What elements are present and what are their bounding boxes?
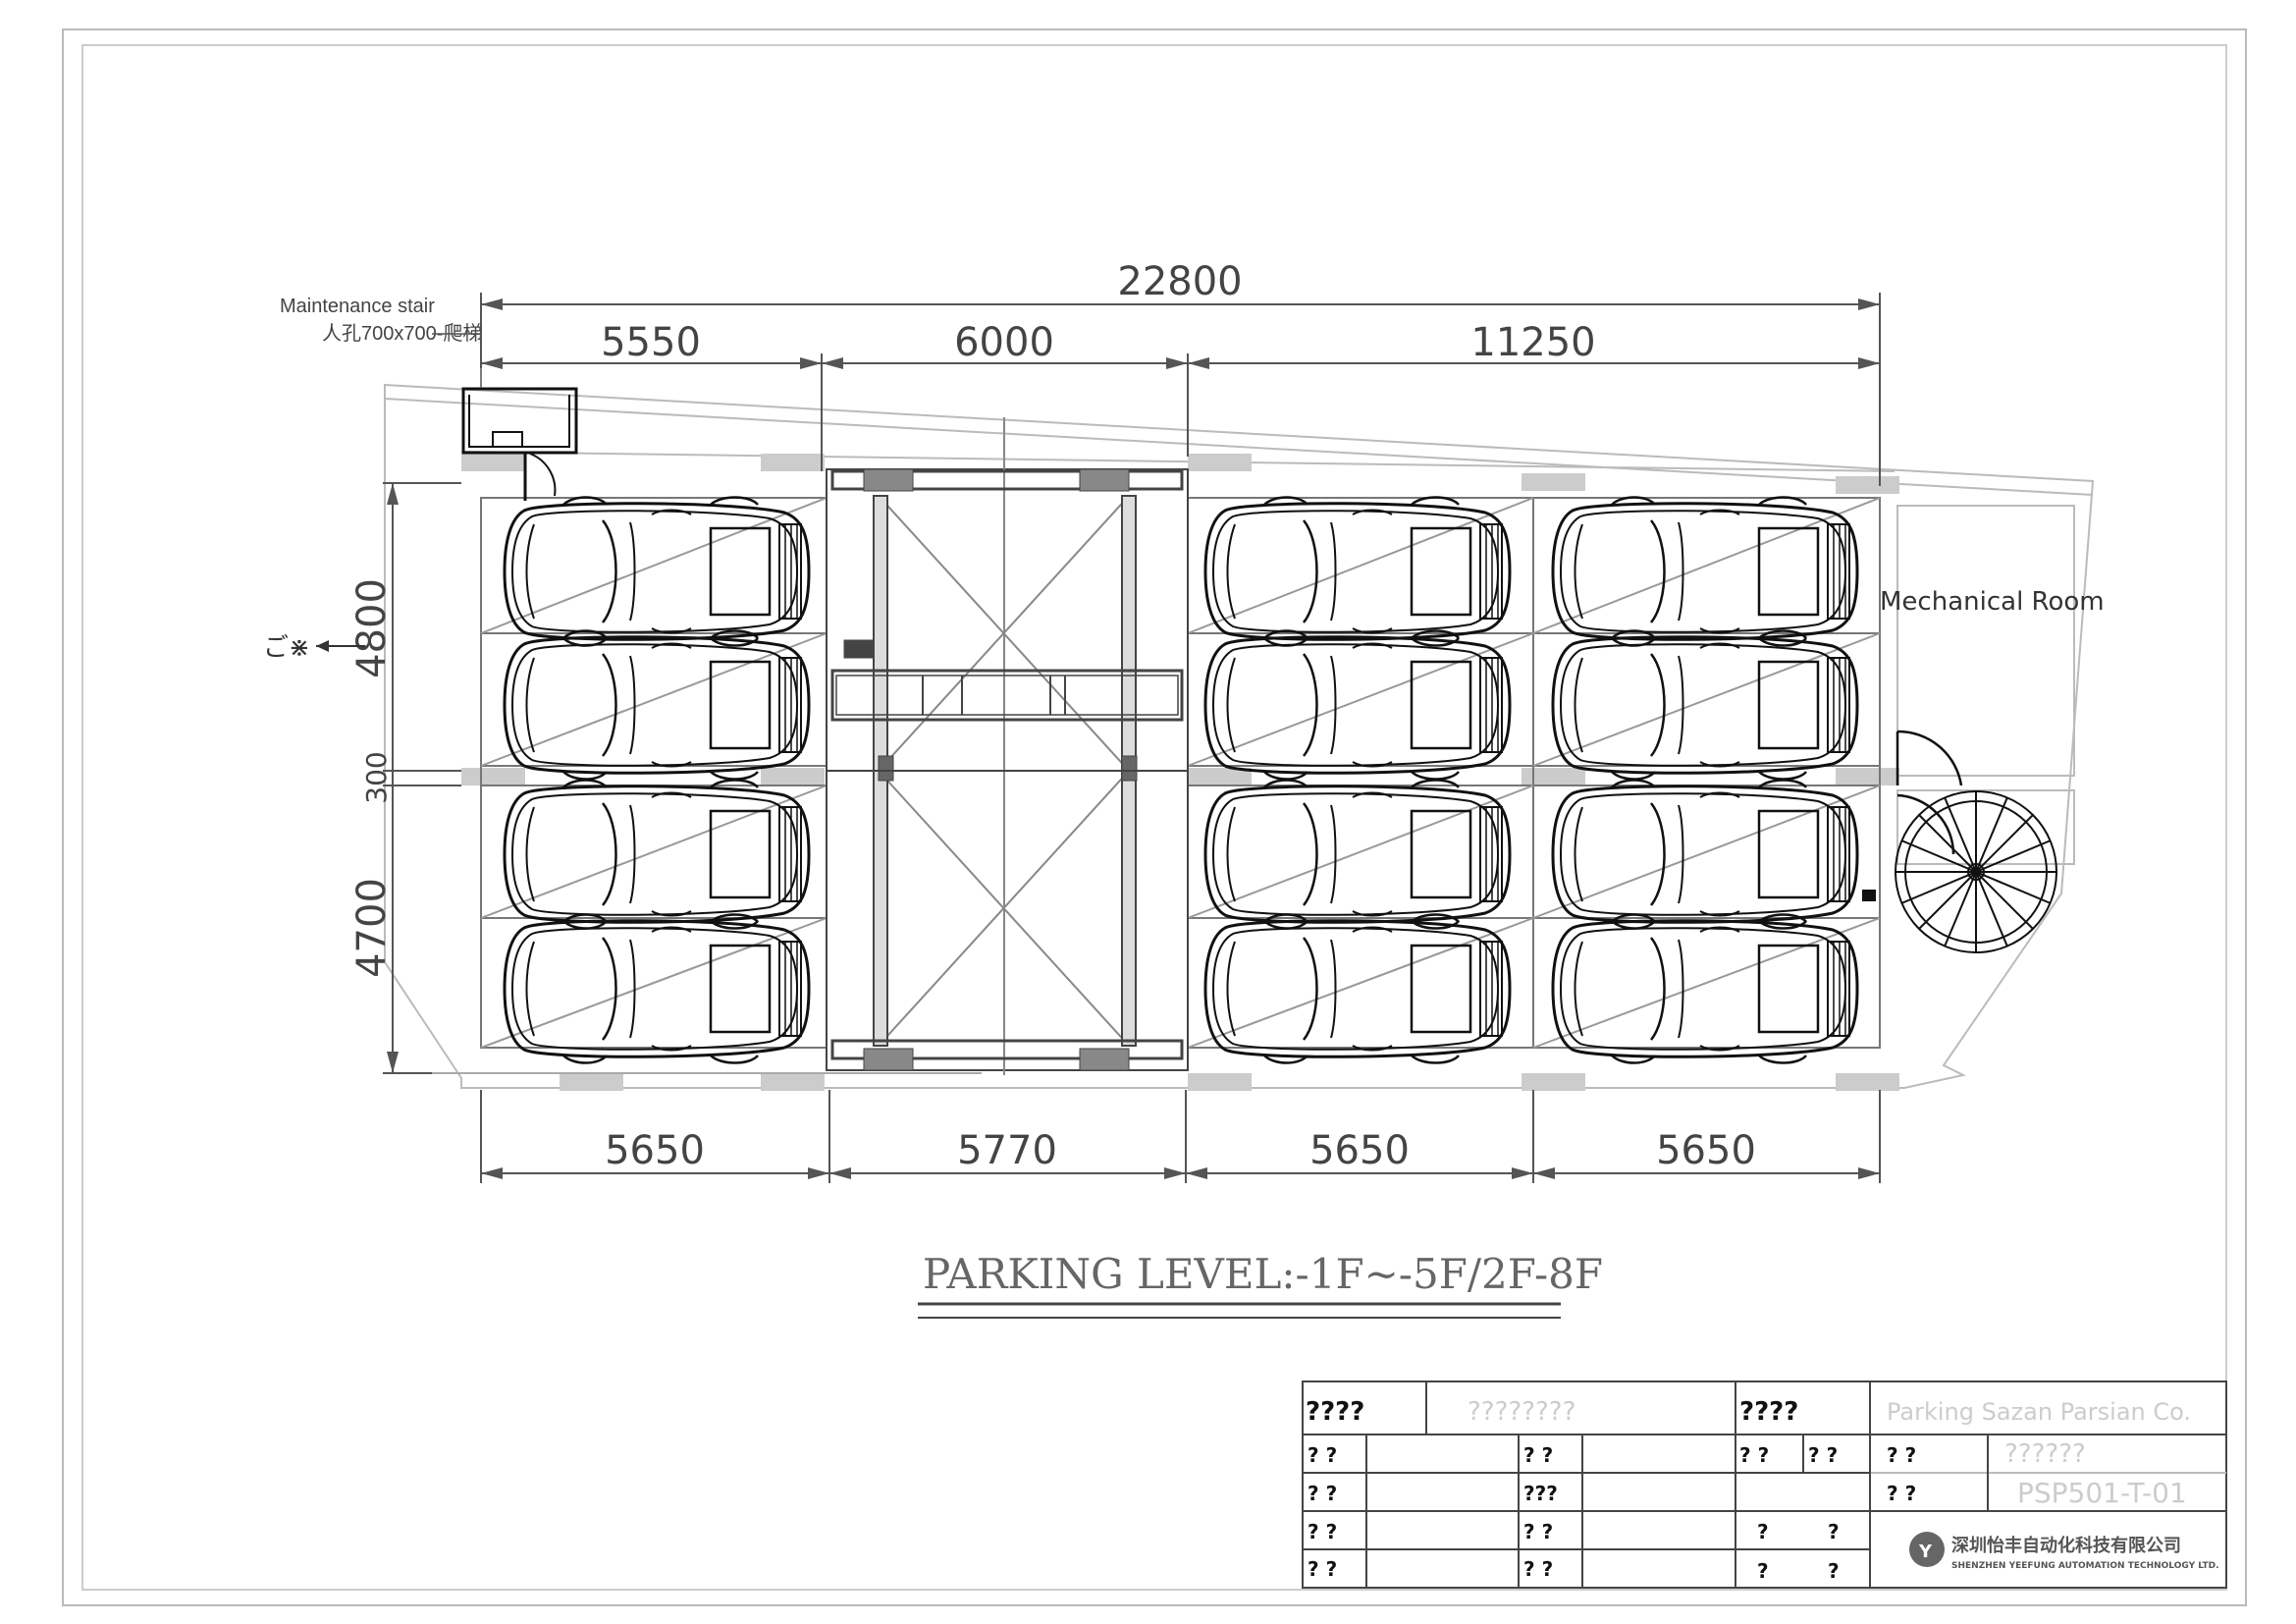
- tb-r2-c4: ? ?: [1808, 1443, 1838, 1467]
- tb-r4-c3: ?: [1757, 1520, 1769, 1543]
- car-b2: [1203, 629, 1512, 781]
- cars: [503, 496, 1859, 1064]
- columns: [461, 454, 1899, 1091]
- tb-r1-c4: Parking Sazan Parsian Co.: [1887, 1398, 2191, 1426]
- parking-level-title: PARKING LEVEL:-1F~-5F/2F-8F: [923, 1250, 1603, 1298]
- car-a2: [503, 629, 811, 781]
- car-a3: [503, 779, 811, 930]
- tb-r2-c3: ? ?: [1739, 1443, 1769, 1467]
- dim-top-1: 5550: [601, 320, 701, 365]
- dimension-arrows: [387, 298, 1880, 1179]
- tb-r4-c4: ?: [1828, 1520, 1840, 1543]
- car-c4: [1551, 913, 1859, 1064]
- dim-left-2: 300: [360, 751, 393, 803]
- company-logo: Y 深圳怡丰自动化科技有限公司 SHENZHEN YEEFUNG AUTOMAT…: [1909, 1532, 2219, 1571]
- car-a1: [503, 496, 811, 647]
- tb-r2-c6: ??????: [2004, 1439, 2086, 1469]
- car-b4: [1203, 913, 1512, 1064]
- entry-arrow-icon: [316, 640, 365, 652]
- building-outline: [384, 383, 2095, 1089]
- maintenance-stair-symbol: [461, 387, 578, 501]
- tb-r1-c1: ????: [1306, 1397, 1364, 1427]
- title-block: [1302, 1380, 2227, 1589]
- dim-bottom-1: 5650: [605, 1128, 705, 1173]
- stair-leader: [432, 333, 482, 388]
- tb-r3-c3: ? ?: [1887, 1482, 1916, 1505]
- dim-bottom-4: 5650: [1656, 1128, 1756, 1173]
- dim-bottom-3: 5650: [1309, 1128, 1410, 1173]
- car-c3: [1551, 779, 1859, 930]
- car-c1: [1551, 496, 1859, 647]
- mechanical-room-outline: [1896, 505, 2075, 865]
- dim-bottom-2: 5770: [957, 1128, 1057, 1173]
- tb-r1-c3: ????: [1739, 1397, 1798, 1427]
- tb-r4-c1: ? ?: [1308, 1520, 1337, 1543]
- tb-r5-c2: ? ?: [1523, 1557, 1553, 1581]
- tb-r5-c1: ? ?: [1308, 1557, 1337, 1581]
- mechanical-room-label: Mechanical Room: [1880, 587, 2105, 617]
- tb-r1-c2: ????????: [1468, 1397, 1575, 1427]
- tb-r4-c2: ? ?: [1523, 1520, 1553, 1543]
- manhole-label: 人孔700x700-爬梯: [322, 322, 482, 345]
- tb-r5-c3: ?: [1757, 1559, 1769, 1583]
- tb-r3-c1: ? ?: [1308, 1482, 1337, 1505]
- dim-top-2: 6000: [954, 320, 1054, 365]
- dim-overall: 22800: [1117, 259, 1242, 304]
- dim-left-1: 4800: [349, 578, 395, 678]
- inner-border: [81, 44, 2227, 1591]
- svg-text:Y: Y: [1918, 1542, 1933, 1562]
- tb-r3-c2: ???: [1523, 1482, 1558, 1505]
- tb-r5-c4: ?: [1828, 1559, 1840, 1583]
- company-name-en: SHENZHEN YEEFUNG AUTOMATION TECHNOLOGY L…: [1951, 1561, 2219, 1571]
- tb-r2-c5: ? ?: [1887, 1443, 1916, 1467]
- dimension-lines: [383, 293, 1881, 1183]
- tb-r2-c2: ? ?: [1523, 1443, 1553, 1467]
- entry-mark: ご⋇: [263, 633, 310, 663]
- tb-r2-c1: ? ?: [1308, 1443, 1337, 1467]
- car-c2: [1551, 629, 1859, 781]
- dim-left-3: 4700: [349, 878, 395, 978]
- spiral-stair: [1862, 730, 2057, 953]
- tb-r3-c4: PSP501-T-01: [2017, 1477, 2187, 1509]
- maintenance-stair-label: Maintenance stair: [280, 296, 435, 317]
- car-b3: [1203, 779, 1512, 930]
- car-a4: [503, 913, 811, 1064]
- dim-top-3: 11250: [1470, 320, 1595, 365]
- car-b1: [1203, 496, 1512, 647]
- outer-border: [62, 28, 2247, 1606]
- company-name-cn: 深圳怡丰自动化科技有限公司: [1951, 1535, 2181, 1556]
- lift-shaft: [826, 417, 1189, 1075]
